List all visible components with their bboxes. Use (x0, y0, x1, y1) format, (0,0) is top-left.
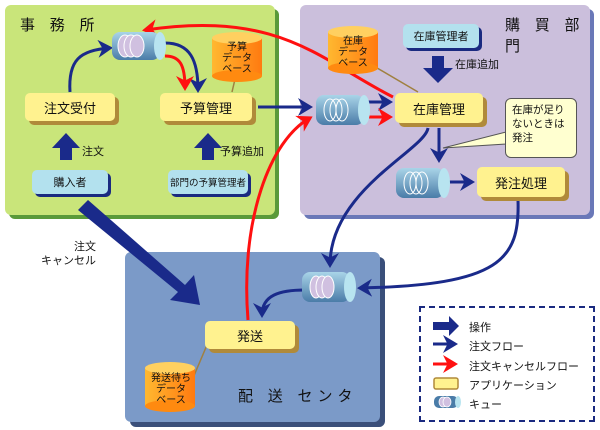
callout-pointer (442, 131, 507, 149)
legend-icons (433, 316, 461, 408)
flow-order-to-queue1 (68, 39, 113, 93)
queue-icon (434, 396, 461, 408)
queue-purchasing-in (316, 95, 370, 125)
queue-purchasing-order (396, 168, 450, 198)
budget-db-label-line2: データ (222, 53, 252, 64)
shipping-db-label-line2: データ (156, 384, 186, 395)
app-shipping[interactable]: 発送 (205, 321, 295, 349)
legend-item-application: アプリケーション (469, 379, 557, 392)
operation-arrow-icon (433, 316, 459, 336)
flow-inventory-to-queue4 (321, 127, 430, 268)
inventory-add-label: 在庫追加 (455, 58, 499, 71)
flow-queue1-to-budget (164, 41, 207, 93)
budget-db-label-line1: 予算 (227, 42, 247, 53)
shipping-db-label: 発送待ち データ ベース (145, 373, 197, 406)
shipping-db-label-line1: 発送待ち (151, 373, 191, 384)
shipping-database-icon (145, 362, 195, 412)
actor-dept-budget-manager[interactable]: 部門の予算管理者 (168, 170, 248, 194)
budget-db-label: 予算 データ ベース (214, 42, 260, 75)
inventory-db-label-line1: 在庫 (343, 36, 363, 47)
legend-item-queue: キュー (469, 398, 502, 411)
cancel-queue1-to-budget (164, 54, 194, 91)
budget-add-label: 予算追加 (220, 145, 264, 158)
actor-inventory-manager[interactable]: 在庫管理者 (403, 24, 479, 48)
delivery-label: 配 送 センタ (238, 387, 358, 405)
queue-delivery (302, 272, 356, 302)
inventory-db-label: 在庫 データ ベース (330, 36, 376, 69)
flow-queue4-to-shipping (253, 288, 306, 318)
cancel-label-line1: 注文 (74, 240, 96, 253)
actor-purchaser[interactable]: 購入者 (32, 170, 108, 194)
budget-db-label-line3: ベース (222, 64, 252, 75)
inventory-database-icon (328, 26, 378, 74)
operation-cancel-arrow (78, 200, 200, 305)
callout-line3: 発注 (512, 132, 533, 144)
purchasing-label: 購 買 部 門 (505, 16, 585, 55)
office-label: 事 務 所 (20, 16, 100, 34)
operation-order-arrow (52, 133, 80, 160)
operation-inventory-add-arrow (423, 56, 453, 83)
app-inventory-management[interactable]: 在庫管理 (395, 93, 483, 123)
flow-ordering-to-queue4 (357, 199, 520, 297)
app-budget-management[interactable]: 予算管理 (160, 93, 252, 121)
reorder-callout: 在庫が足り ないときは 発注 (505, 98, 577, 158)
queue-office (112, 32, 166, 60)
app-order-processing[interactable]: 発注処理 (477, 167, 565, 197)
cancel-inventory-to-queue1 (142, 19, 394, 99)
inventory-db-label-line3: ベース (338, 58, 368, 69)
cancel-shipping-to-queue2 (245, 115, 313, 321)
cancel-label: 注文 キャンセル (38, 240, 96, 268)
cancel-label-line2: キャンセル (41, 254, 96, 267)
application-icon (433, 377, 459, 390)
legend-item-cancel-flow: 注文キャンセルフロー (469, 360, 579, 373)
callout-line1: 在庫が足り (512, 104, 565, 116)
app-order-reception[interactable]: 注文受付 (25, 93, 115, 121)
order-operation-label: 注文 (82, 145, 104, 158)
budget-database-icon (212, 32, 262, 82)
legend-item-operation: 操作 (469, 321, 491, 334)
inventory-db-label-line2: データ (338, 47, 368, 58)
callout-line2: ないときは (512, 118, 565, 130)
legend-item-order-flow: 注文フロー (469, 340, 524, 353)
inventory-db-link (371, 64, 419, 93)
operation-budget-add-arrow (194, 133, 222, 160)
shipping-db-label-line3: ベース (156, 395, 186, 406)
legend: 操作 注文フロー 注文キャンセルフロー アプリケーション キュー (419, 306, 595, 422)
